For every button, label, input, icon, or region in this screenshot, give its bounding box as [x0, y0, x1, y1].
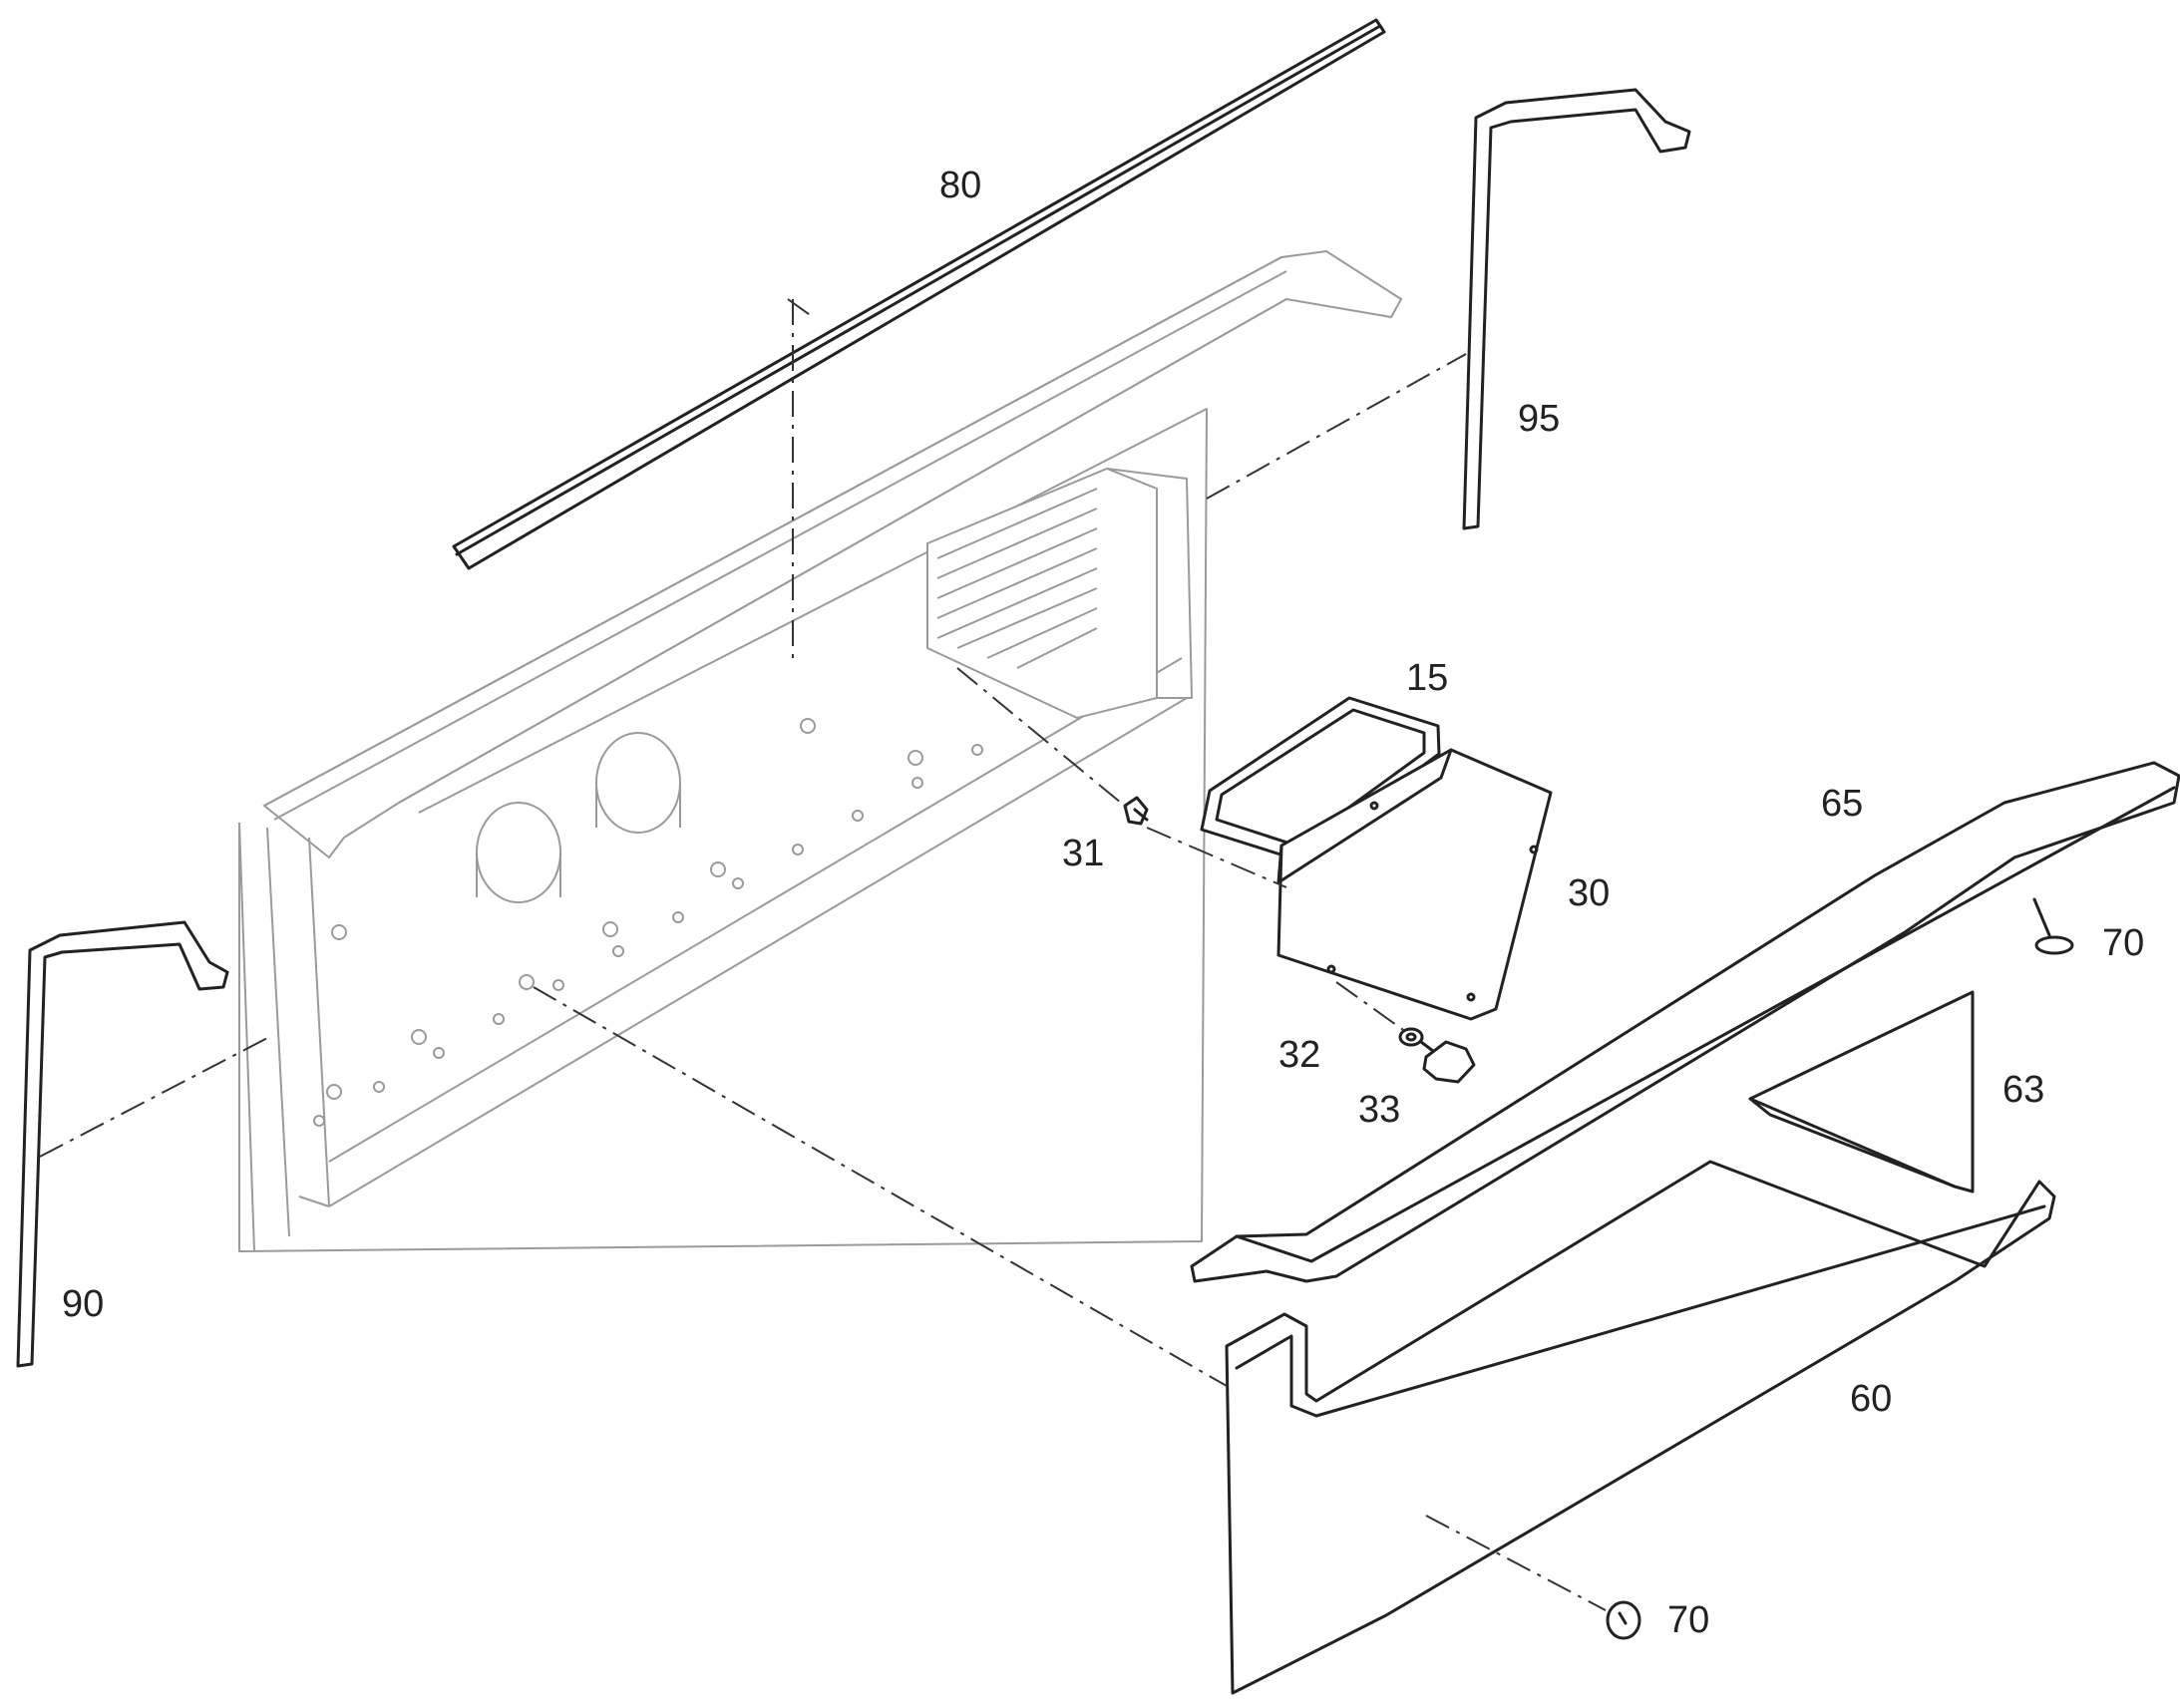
studs — [326, 718, 923, 1100]
callout-labels: 80 95 15 31 30 65 70 32 33 63 90 60 70 — [62, 165, 2144, 1641]
tailgate-body — [238, 249, 1403, 1252]
rail-holes — [313, 744, 983, 1127]
part-32-washer — [1398, 1027, 1424, 1047]
label-30: 30 — [1568, 872, 1610, 914]
label-95: 95 — [1518, 398, 1560, 440]
label-60: 60 — [1850, 1378, 1892, 1420]
label-70-top: 70 — [2102, 922, 2144, 964]
part-95-side-seal — [1462, 88, 1691, 530]
label-33: 33 — [1358, 1089, 1400, 1131]
part-65-trim — [1190, 761, 2180, 1283]
label-31: 31 — [1062, 833, 1104, 874]
label-63: 63 — [2002, 1069, 2044, 1111]
part-80-top-seal — [452, 18, 1386, 570]
part-70-plug-bottom — [1606, 1600, 1641, 1640]
label-32: 32 — [1278, 1034, 1320, 1076]
label-70-bottom: 70 — [1667, 1599, 1709, 1641]
label-65: 65 — [1821, 783, 1863, 825]
center-lines — [39, 298, 1607, 1611]
label-15: 15 — [1406, 657, 1448, 699]
label-80: 80 — [939, 165, 981, 206]
part-63-bracket — [1748, 990, 1975, 1194]
part-15-gasket — [1200, 696, 1441, 861]
filter-mesh — [936, 488, 1098, 669]
part-60-panel — [1225, 1160, 2056, 1695]
part-70-fastener-top — [2032, 897, 2074, 955]
part-90-side-seal — [16, 920, 229, 1368]
part-33-knob — [1419, 1040, 1476, 1084]
label-90: 90 — [62, 1283, 104, 1325]
part-31-clip — [1123, 796, 1149, 826]
part-30-cover — [1276, 748, 1553, 1021]
